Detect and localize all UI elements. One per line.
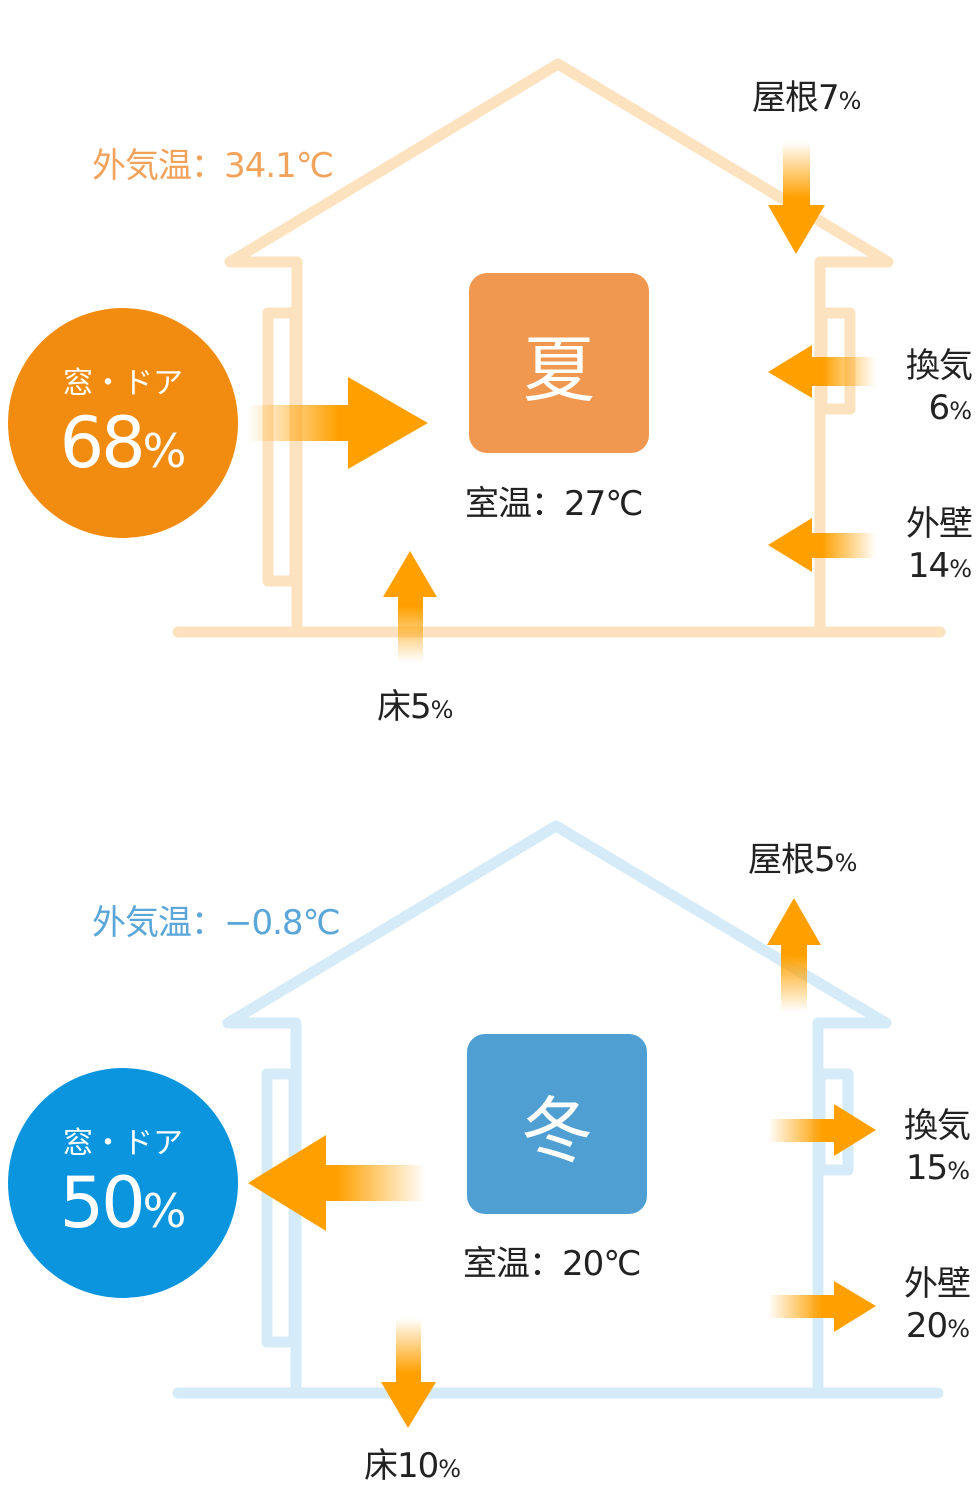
summer-outer-wall-value: 14 bbox=[907, 546, 950, 586]
summer-house-diagram bbox=[172, 58, 946, 662]
summer-floor-label: 床 bbox=[377, 687, 411, 727]
summer-floor-label-wrap: 床5% bbox=[377, 686, 453, 731]
winter-floor-label-wrap: 床10% bbox=[364, 1445, 461, 1490]
winter-outer-wall-unit: % bbox=[947, 1315, 970, 1343]
winter-outer-wall-label: 外壁 bbox=[904, 1264, 971, 1304]
winter-ventilation-value: 15 bbox=[905, 1148, 948, 1188]
summer-outside-temp: 外気温：34.1℃ bbox=[92, 146, 334, 186]
summer-ventilation-unit: % bbox=[949, 397, 972, 425]
winter-house-diagram bbox=[172, 820, 944, 1428]
winter-window-door-value: 50 bbox=[59, 1162, 146, 1244]
winter-floor-arrow bbox=[381, 1318, 436, 1428]
summer-outer-wall-arrow bbox=[768, 518, 876, 572]
winter-season-badge: 冬 bbox=[467, 1034, 647, 1214]
summer-window-door-circle: 窓・ドア 68% bbox=[8, 308, 238, 538]
summer-room-temp: 室温：27℃ bbox=[465, 484, 643, 524]
winter-outer-wall-arrow bbox=[768, 1281, 876, 1332]
summer-roof-label: 屋根 bbox=[752, 78, 819, 118]
winter-window-door-label: 窓・ドア bbox=[63, 1126, 183, 1161]
winter-window-door-arrow bbox=[248, 1135, 426, 1231]
summer-roof-unit: % bbox=[838, 87, 862, 115]
winter-room-temp: 室温：20℃ bbox=[463, 1244, 641, 1284]
winter-ventilation-arrow bbox=[768, 1104, 876, 1156]
winter-ventilation-label: 換気 bbox=[904, 1106, 971, 1146]
summer-outer-wall-unit: % bbox=[949, 555, 972, 583]
winter-window-door-value-wrap: 50% bbox=[8, 1162, 238, 1244]
winter-window-door-unit: % bbox=[142, 1184, 187, 1238]
summer-floor-arrow bbox=[383, 551, 437, 662]
summer-season-badge: 夏 bbox=[469, 273, 649, 453]
summer-left-window-frame bbox=[262, 307, 301, 587]
winter-outside-temp: 外気温：−0.8℃ bbox=[92, 903, 341, 943]
summer-window-door-unit: % bbox=[142, 424, 187, 478]
summer-ventilation-value: 6 bbox=[928, 388, 951, 428]
summer-floor-unit: % bbox=[430, 696, 454, 724]
summer-ventilation-arrow bbox=[768, 345, 876, 398]
winter-floor-unit: % bbox=[438, 1455, 462, 1483]
winter-roof-label: 屋根 bbox=[748, 840, 815, 880]
summer-roof-arrow bbox=[768, 142, 825, 254]
summer-house-outline bbox=[224, 58, 894, 638]
summer-ventilation-label: 換気 bbox=[906, 346, 973, 386]
winter-ventilation-unit: % bbox=[947, 1157, 970, 1185]
winter-roof-unit: % bbox=[834, 849, 858, 877]
summer-outer-wall-label: 外壁 bbox=[906, 504, 973, 544]
summer-window-door-value-wrap: 68% bbox=[8, 402, 238, 484]
winter-roof-label-wrap: 屋根5% bbox=[748, 839, 857, 884]
winter-roof-arrow bbox=[767, 898, 821, 1012]
summer-window-door-label: 窓・ドア bbox=[63, 366, 183, 401]
summer-roof-label-wrap: 屋根7% bbox=[752, 77, 861, 122]
winter-outer-wall-value: 20 bbox=[905, 1306, 948, 1346]
summer-roof-value: 7 bbox=[818, 78, 840, 118]
summer-window-door-value: 68 bbox=[59, 402, 146, 484]
winter-floor-label: 床 bbox=[364, 1446, 398, 1486]
winter-floor-value: 10 bbox=[397, 1446, 439, 1486]
winter-window-door-circle: 窓・ドア 50% bbox=[8, 1068, 238, 1298]
summer-window-door-arrow bbox=[248, 377, 428, 469]
summer-floor-value: 5 bbox=[410, 687, 432, 727]
winter-house-outline bbox=[222, 820, 892, 1399]
winter-roof-value: 5 bbox=[814, 840, 836, 880]
